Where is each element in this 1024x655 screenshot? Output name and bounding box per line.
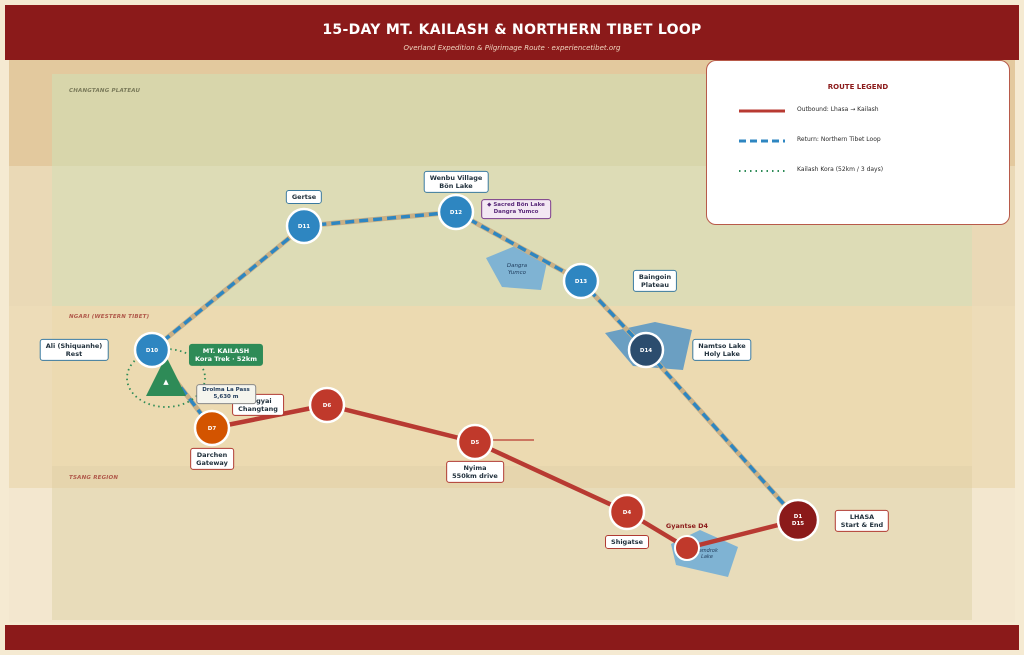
label-shigatse[interactable]: Shigatse [605,534,649,550]
svg-text:D14: D14 [640,348,652,354]
svg-text:D15: D15 [792,521,804,527]
legend-item-kora: Kailash Kora (52km / 3 days) [737,166,997,176]
stop-d7-darchen[interactable]: D7 [193,409,231,447]
stop-d12-wenbu[interactable]: D12 [437,193,475,231]
label-nyima[interactable]: Nyima 550km drive [446,460,504,484]
region-ngari: NGARI (WESTERN TIBET) [69,314,150,320]
stop-gyantse[interactable] [674,535,700,561]
svg-text:D1: D1 [794,514,803,520]
label-gegyai-text: Ge'gyai Changtang [238,396,278,413]
label-kailash-text: MT. KAILASH Kora Trek · 52km [194,346,258,363]
label-sacred-bon-lake[interactable]: ◆ Sacred Bön Lake Dangra Yumco [481,199,551,219]
svg-text:D11: D11 [298,224,310,230]
label-lhasa[interactable]: LHASA Start & End [834,509,890,533]
svg-text:D4: D4 [623,510,632,516]
legend-outbound-text: Outbound: Lhasa → Kailash [797,106,879,113]
map-header: 15-DAY MT. KAILASH & NORTHERN TIBET LOOP… [5,5,1019,60]
legend-item-outbound: Outbound: Lhasa → Kailash [737,106,997,116]
svg-text:D10: D10 [146,348,158,354]
svg-text:D12: D12 [450,210,462,216]
label-ali[interactable]: Ali (Shiquanhe) Rest [39,338,109,362]
label-lhasa-text: LHASA Start & End [840,512,884,529]
label-darchen[interactable]: Darchen Gateway [190,447,234,471]
legend-item-return: Return: Northern Tibet Loop [737,136,997,146]
label-gyantse: Gyantse D4 [665,521,709,530]
svg-text:D5: D5 [471,440,480,446]
legend-outbound-swatch [739,109,785,113]
label-namtso-text: Namtso Lake Holy Lake [698,341,746,358]
region-changtang: CHANGTANG PLATEAU [69,88,141,94]
svg-text:D6: D6 [323,403,332,409]
tsang-header-band [52,466,972,488]
stop-d10-ali[interactable]: D10 [133,331,171,369]
legend-kora-swatch [739,170,785,172]
region-tsang: TSANG REGION [69,475,119,481]
ngari-band [52,306,972,466]
label-nyima-text: Nyima 550km drive [452,463,498,480]
label-drolma-pass[interactable]: Drolma La Pass 5,630 m [196,384,256,404]
tsang-band [52,488,972,620]
stop-d14-namtso[interactable]: D14 [627,331,665,369]
legend-return-swatch [739,139,785,143]
label-wenbu-text: Wenbu Village Bön Lake [429,173,483,190]
map-title: 15-DAY MT. KAILASH & NORTHERN TIBET LOOP [322,22,702,38]
route-legend: ROUTE LEGEND Outbound: Lhasa → Kailash R… [706,60,1010,225]
label-sacred-text: ◆ Sacred Bön Lake Dangra Yumco [487,202,545,215]
label-darchen-text: Darchen Gateway [196,450,228,467]
stop-d13-baingoin[interactable]: D13 [562,262,600,300]
legend-kora-text: Kailash Kora (52km / 3 days) [797,166,884,173]
map-footer [5,625,1019,650]
label-mt-kailash[interactable]: MT. KAILASH Kora Trek · 52km [188,343,264,367]
label-ali-text: Ali (Shiquanhe) Rest [45,341,103,358]
stop-d11-gertse[interactable]: D11 [285,207,323,245]
label-baingoin-text: Baingoin Plateau [638,272,672,289]
label-wenbu[interactable]: Wenbu Village Bön Lake [423,170,489,194]
mt-kailash-icon[interactable] [146,356,186,396]
legend-title: ROUTE LEGEND [827,83,889,91]
dangra-yumco-lake [486,246,547,290]
label-gertse[interactable]: Gertse [285,189,323,205]
stop-d6-gegyai[interactable]: D6 [308,386,346,424]
label-drolma-text: Drolma La Pass 5,630 m [202,387,250,400]
stop-d5-nyima[interactable]: D5 [456,423,494,461]
outbound-route-line[interactable] [209,402,801,551]
svg-text:D13: D13 [575,279,587,285]
label-baingoin[interactable]: Baingoin Plateau [632,269,678,293]
label-namtso[interactable]: Namtso Lake Holy Lake [692,338,752,362]
stop-d4-shigatse[interactable]: D4 [608,493,646,531]
legend-return-text: Return: Northern Tibet Loop [797,136,881,143]
stop-d1-lhasa[interactable]: D1 D15 [776,498,820,542]
map-subtitle: Overland Expedition & Pilgrimage Route ·… [403,44,621,52]
mountain-symbol: ▲ [163,378,169,386]
svg-text:D7: D7 [208,426,217,432]
